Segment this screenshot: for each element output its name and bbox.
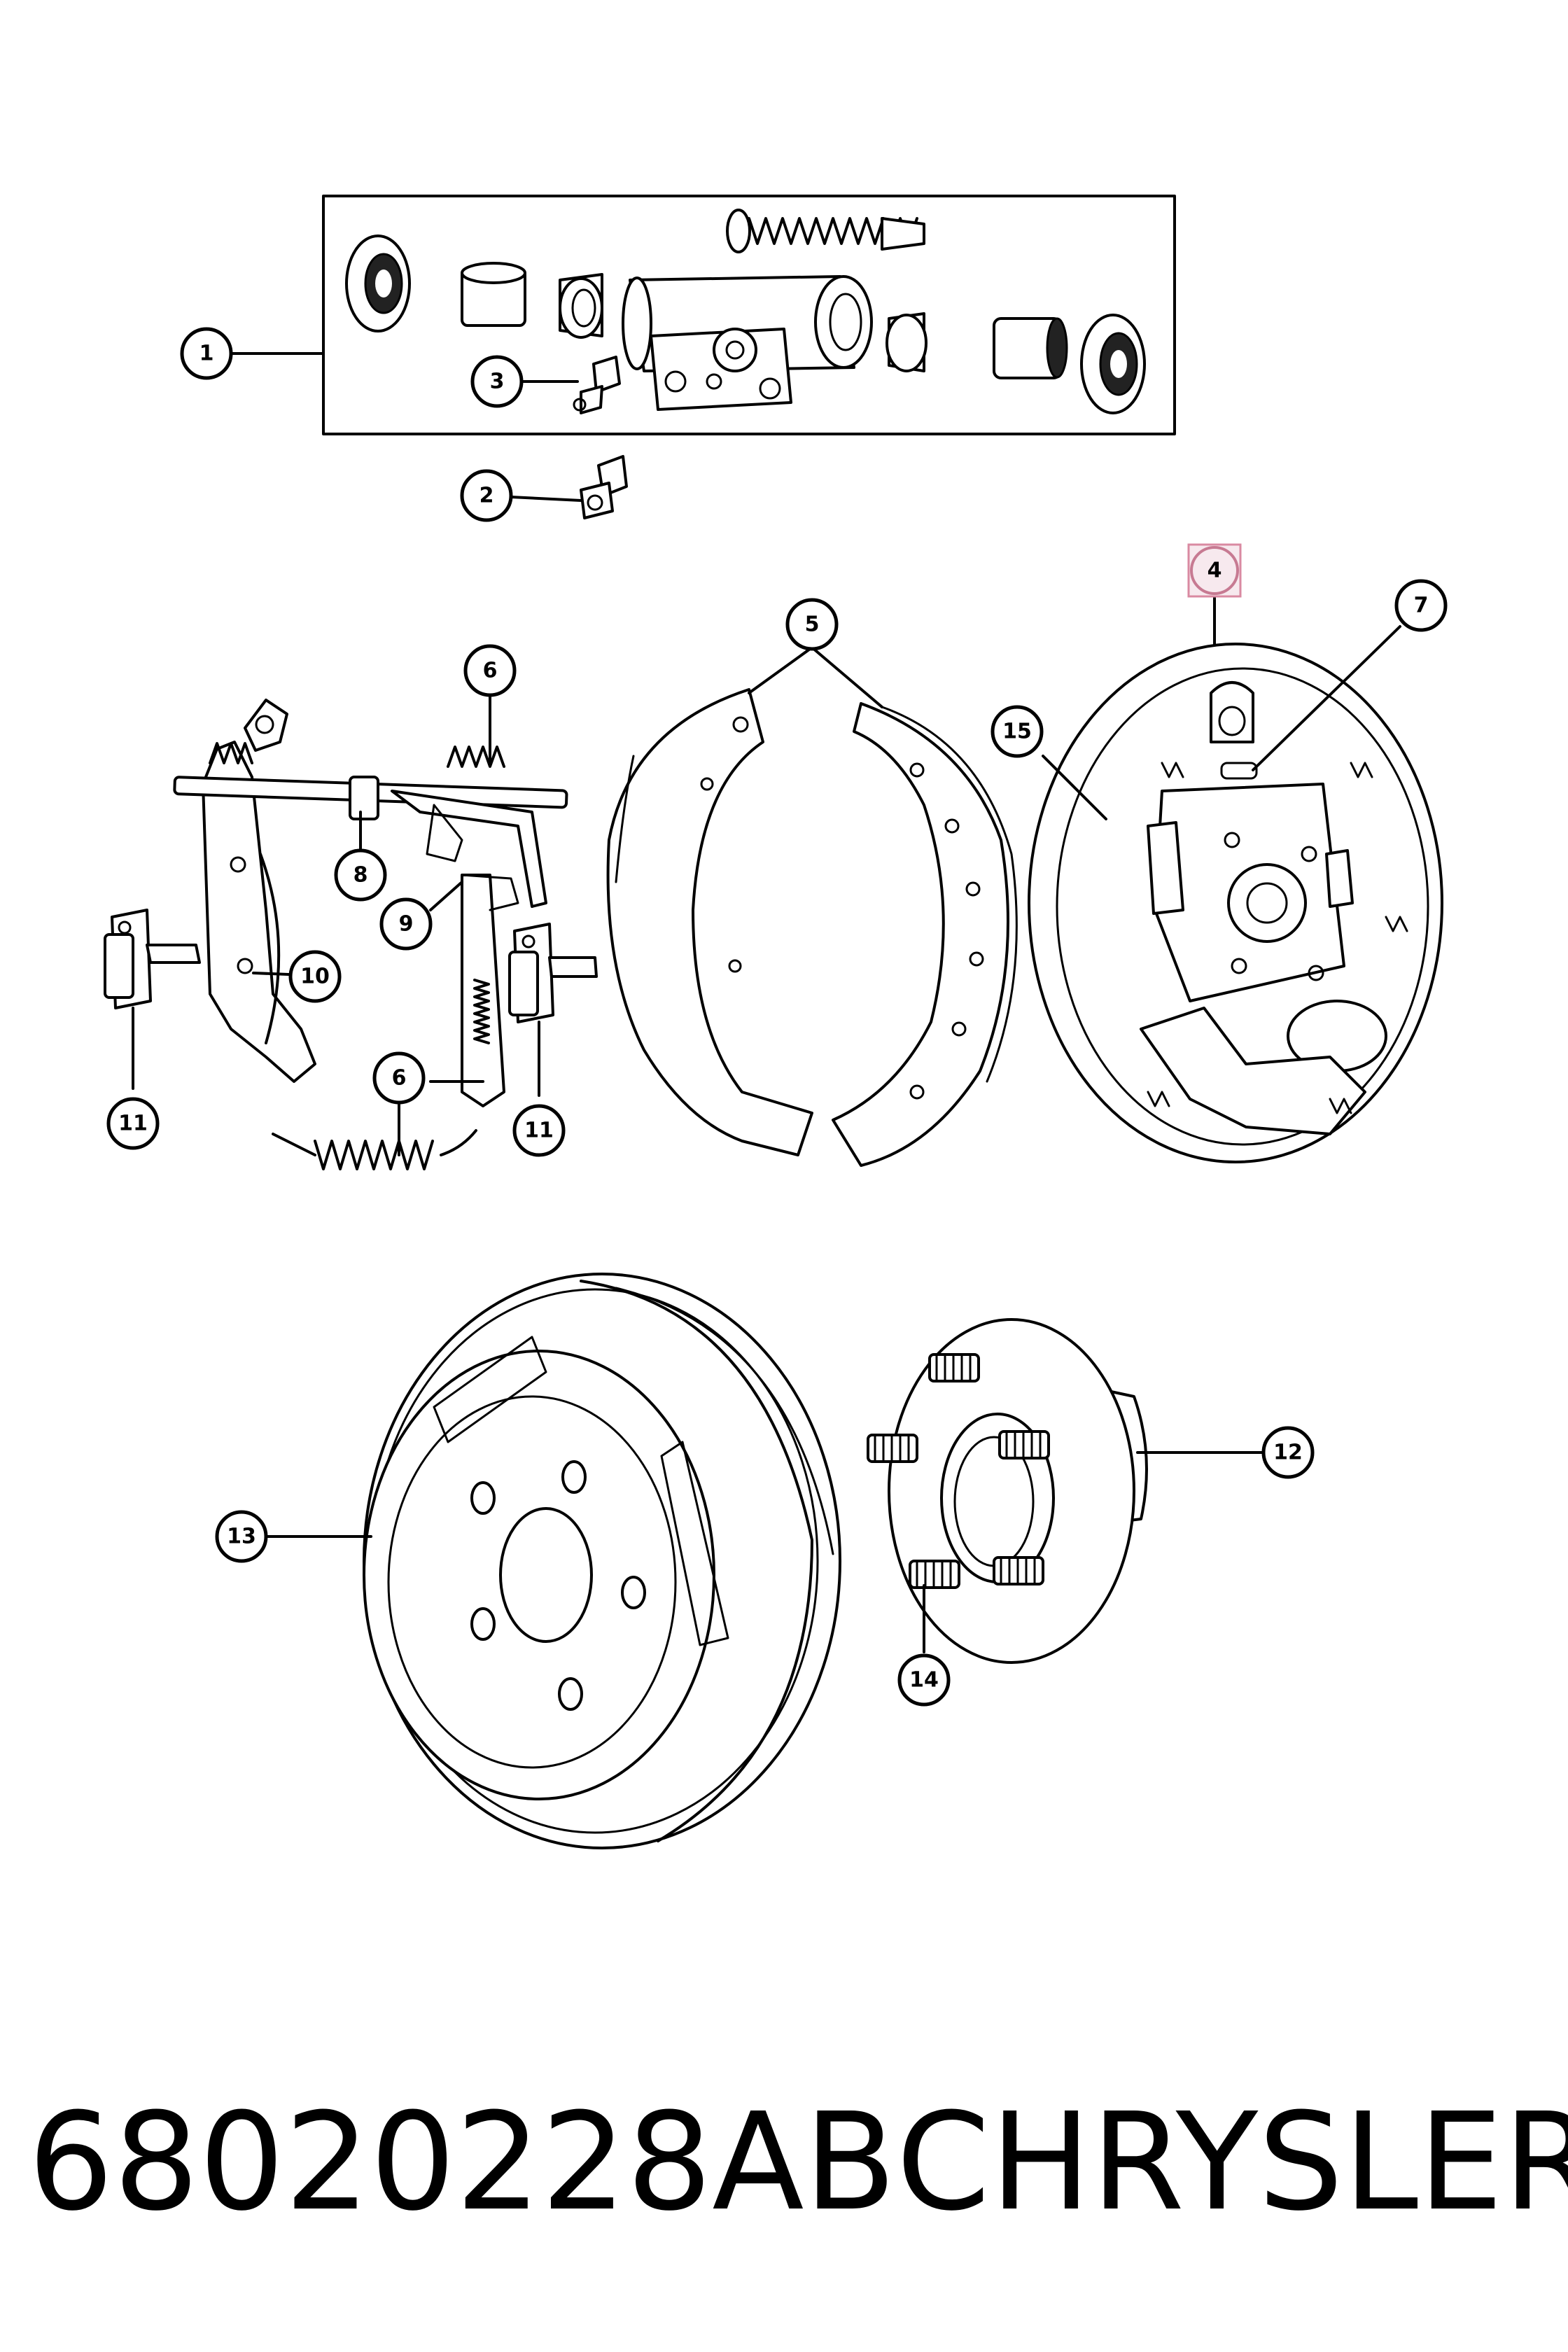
wheel-hub: [888, 1318, 1148, 1664]
backing-plate: [1028, 643, 1443, 1163]
cylinder-spring: [726, 209, 925, 253]
svg-text:4: 4: [1208, 559, 1222, 583]
callout-5: 5: [785, 598, 839, 651]
svg-text:11: 11: [524, 1119, 554, 1143]
park-brake-lever-assembly: [173, 699, 568, 1107]
callout-12: 12: [1261, 1426, 1315, 1479]
callout-2: 2: [460, 469, 513, 522]
svg-text:5: 5: [805, 612, 820, 637]
callout-11-right: 11: [512, 1104, 566, 1157]
callout-14: 14: [897, 1653, 951, 1707]
svg-text:10: 10: [300, 965, 330, 989]
cylinder-cup-right: [886, 312, 927, 372]
callout-7: 7: [1394, 579, 1448, 632]
wheel-stud-lower-left: [909, 1560, 960, 1589]
cylinder-piston-right: [993, 317, 1068, 379]
svg-text:6: 6: [392, 1066, 407, 1091]
mounting-bolt: [580, 455, 628, 519]
callout-9: 9: [379, 897, 433, 951]
callout-3: 3: [470, 355, 524, 408]
svg-text:13: 13: [227, 1525, 256, 1549]
wheel-stud-lower-right: [993, 1556, 1044, 1586]
wheel-stud-left: [867, 1434, 918, 1463]
svg-text:3: 3: [490, 370, 505, 394]
hold-down-pin-right: [508, 923, 598, 1023]
bleeder-screw: [573, 356, 621, 414]
svg-text:12: 12: [1273, 1441, 1303, 1465]
callout-13: 13: [215, 1510, 268, 1563]
callout-15: 15: [990, 705, 1044, 758]
callout-1: 1: [180, 327, 233, 380]
caption-bar: 68020228AB CHRYSLER: [28, 2085, 1568, 2241]
svg-text:6: 6: [483, 659, 498, 683]
hold-down-pin-left: [104, 909, 201, 1009]
brake-shoe-left: [606, 688, 813, 1156]
brake-shoe-right: [832, 702, 1018, 1167]
callout-10: 10: [288, 950, 342, 1003]
svg-text:11: 11: [118, 1112, 148, 1136]
brand-name: CHRYSLER: [896, 2085, 1568, 2241]
brake-drum: [363, 1273, 841, 1849]
svg-text:2: 2: [479, 484, 494, 508]
cylinder-boot-right: [1080, 314, 1146, 414]
svg-text:7: 7: [1414, 594, 1429, 618]
callout-6-lower: 6: [372, 1051, 426, 1105]
cylinder-piston-left: [461, 262, 526, 327]
wheel-stud-right: [998, 1430, 1050, 1460]
wheel-cylinder-kit: [322, 195, 1176, 435]
cylinder-boot-left: [345, 234, 411, 332]
callout-8: 8: [334, 848, 387, 902]
cylinder-cup-left: [559, 273, 603, 339]
callout-6-upper: 6: [463, 644, 517, 697]
svg-text:9: 9: [399, 912, 414, 937]
callout-4-highlighted: 4: [1187, 543, 1242, 598]
part-number: 68020228AB: [28, 2085, 897, 2241]
callout-11-left: 11: [106, 1097, 160, 1150]
svg-text:8: 8: [354, 863, 368, 888]
wheel-stud-top: [928, 1353, 980, 1382]
wheel-cylinder-body: [622, 275, 873, 411]
svg-text:1: 1: [200, 342, 214, 366]
svg-text:14: 14: [909, 1668, 939, 1693]
svg-text:15: 15: [1002, 720, 1032, 744]
lower-return-spring: [272, 1129, 477, 1170]
